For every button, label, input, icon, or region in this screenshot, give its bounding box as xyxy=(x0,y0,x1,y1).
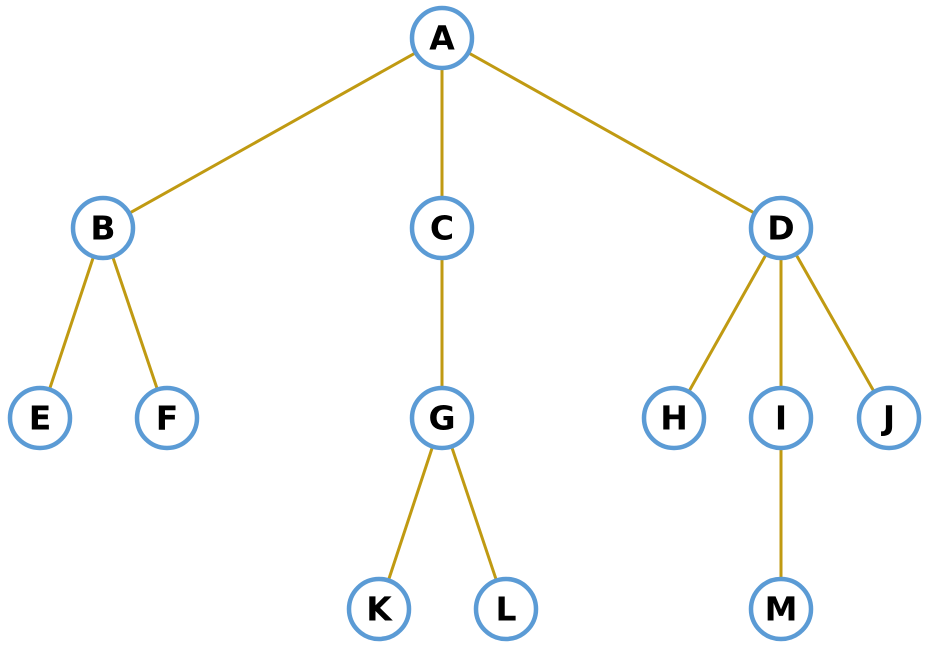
node-circle xyxy=(409,195,475,261)
node-h: H xyxy=(641,385,707,451)
node-circle xyxy=(70,195,136,261)
node-circle xyxy=(748,576,814,642)
node-g: G xyxy=(409,385,475,451)
node-l: L xyxy=(473,576,539,642)
node-label: J xyxy=(881,399,895,438)
node-a: A xyxy=(409,5,475,71)
node-label: A xyxy=(429,19,455,58)
edge-a-b xyxy=(128,51,417,215)
node-label: E xyxy=(29,399,52,438)
edge-b-e xyxy=(48,256,95,390)
node-label: C xyxy=(430,209,454,248)
node-label: D xyxy=(767,209,794,248)
node-label: F xyxy=(156,399,179,438)
node-b: B xyxy=(70,195,136,261)
node-label: G xyxy=(428,399,455,438)
edge-b-f xyxy=(111,255,159,391)
node-label: I xyxy=(775,399,787,438)
node-e: E xyxy=(7,385,73,451)
node-circle xyxy=(473,576,539,642)
edge-d-h xyxy=(687,253,768,393)
node-i: I xyxy=(748,385,814,451)
node-m: M xyxy=(748,576,814,642)
node-label: B xyxy=(90,209,115,248)
node-circle xyxy=(134,385,200,451)
node-circle xyxy=(346,576,412,642)
node-circle xyxy=(409,5,475,71)
nodes-layer: A B C D E F G H I J K L M xyxy=(7,5,922,642)
node-circle xyxy=(748,195,814,261)
edges-layer xyxy=(48,51,876,582)
node-circle xyxy=(748,385,814,451)
node-label: L xyxy=(495,590,516,629)
node-circle xyxy=(409,385,475,451)
edge-a-d xyxy=(467,51,756,215)
node-label: M xyxy=(765,590,798,629)
edge-g-k xyxy=(386,446,435,581)
edge-d-j xyxy=(794,253,876,393)
node-c: C xyxy=(409,195,475,261)
edge-g-l xyxy=(450,445,498,582)
node-j: J xyxy=(856,385,922,451)
node-circle xyxy=(641,385,707,451)
node-d: D xyxy=(748,195,814,261)
node-f: F xyxy=(134,385,200,451)
node-k: K xyxy=(346,576,412,642)
node-label: H xyxy=(660,399,688,438)
node-circle xyxy=(856,385,922,451)
node-label: K xyxy=(366,590,393,629)
node-circle xyxy=(7,385,73,451)
